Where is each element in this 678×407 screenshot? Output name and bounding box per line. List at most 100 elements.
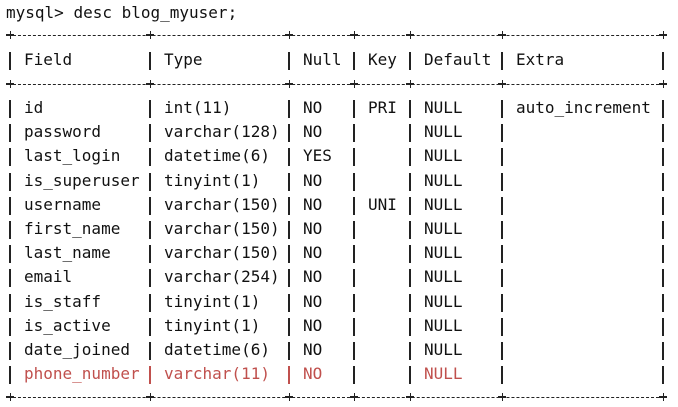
separator-joint <box>146 392 154 401</box>
cell-null: NO <box>303 219 323 238</box>
cell-divider <box>149 317 151 336</box>
separator-joint <box>285 30 293 39</box>
cell-null: NO <box>303 291 323 311</box>
cell-divider <box>353 293 355 312</box>
mysql-prompt: mysql> <box>6 3 64 22</box>
separator-joint <box>406 79 414 88</box>
cell-divider <box>288 221 290 239</box>
cell-divider <box>149 269 151 288</box>
cell-field: date_joined <box>24 340 130 359</box>
cell-divider <box>409 317 411 336</box>
cell-divider <box>501 124 503 143</box>
cell-divider <box>501 366 503 385</box>
cell-default: NULL <box>424 146 463 166</box>
cell-null: YES <box>303 146 332 166</box>
cell-null: NO <box>303 170 323 190</box>
cell-field: first_name <box>24 219 121 238</box>
cell-divider <box>662 293 664 312</box>
column-header-extra: Extra <box>516 50 565 69</box>
cell-default: NULL <box>424 267 463 287</box>
cell-divider <box>149 245 151 264</box>
cell-divider <box>353 221 355 239</box>
cell-divider <box>501 342 503 360</box>
cell-divider <box>149 148 151 167</box>
cell-divider <box>149 172 151 191</box>
cell-divider <box>409 221 411 239</box>
cell-divider <box>288 269 290 288</box>
cell-divider <box>288 52 290 70</box>
cell-divider <box>9 196 11 215</box>
cell-divider <box>288 100 290 118</box>
cell-divider <box>409 245 411 264</box>
cell-divider <box>662 196 664 215</box>
cell-divider <box>662 269 664 288</box>
cell-divider <box>9 148 11 167</box>
cell-divider <box>409 148 411 167</box>
cell-divider <box>501 100 503 118</box>
cell-divider <box>288 293 290 312</box>
cell-key: UNI <box>368 194 397 214</box>
cell-default: NULL <box>424 364 463 384</box>
separator-joint <box>659 392 667 401</box>
separator-joint <box>659 30 667 39</box>
cell-divider <box>149 293 151 312</box>
cell-divider <box>501 196 503 215</box>
separator-joint <box>406 392 414 401</box>
cell-divider <box>149 196 151 215</box>
cell-divider <box>353 342 355 360</box>
cell-divider <box>9 124 11 143</box>
cell-divider <box>501 52 503 70</box>
cell-divider <box>409 293 411 312</box>
cell-divider <box>353 52 355 70</box>
cell-divider <box>662 366 664 385</box>
separator-joint <box>406 30 414 39</box>
separator-joint <box>6 30 14 39</box>
cell-divider <box>409 366 411 385</box>
cell-divider <box>409 269 411 288</box>
table-separator <box>8 84 664 85</box>
cell-extra: auto_increment <box>516 98 651 117</box>
cell-divider <box>9 293 11 312</box>
cell-divider <box>662 221 664 239</box>
cell-divider <box>9 317 11 336</box>
cell-divider <box>353 124 355 143</box>
cell-divider <box>288 366 290 385</box>
cell-divider <box>409 172 411 191</box>
cell-divider <box>662 245 664 264</box>
separator-joint <box>659 79 667 88</box>
cell-divider <box>662 342 664 360</box>
cell-divider <box>288 196 290 215</box>
cell-field: last_name <box>24 243 111 263</box>
cell-divider <box>353 269 355 288</box>
cell-null: NO <box>303 122 323 142</box>
separator-joint <box>285 79 293 88</box>
cell-field: username <box>24 194 102 214</box>
cell-type: tinyint(1) <box>164 315 261 335</box>
column-header-type: Type <box>164 50 203 69</box>
cell-divider <box>9 52 11 70</box>
cell-divider <box>288 124 290 143</box>
cell-divider <box>353 100 355 118</box>
cell-divider <box>288 342 290 360</box>
separator-joint <box>350 79 358 88</box>
table-separator <box>8 397 664 398</box>
cell-null: NO <box>303 340 323 359</box>
cell-divider <box>353 366 355 385</box>
cell-divider <box>409 342 411 360</box>
command-line: mysql> desc blog_myuser; <box>6 3 237 23</box>
cell-default: NULL <box>424 98 463 117</box>
cell-field: is_active <box>24 315 111 335</box>
cell-type: tinyint(1) <box>164 291 261 311</box>
cell-field: is_superuser <box>24 170 140 190</box>
cell-divider <box>501 245 503 264</box>
cell-divider <box>353 317 355 336</box>
separator-joint <box>146 79 154 88</box>
cell-field: phone_number <box>24 364 140 384</box>
cell-default: NULL <box>424 170 463 190</box>
column-header-null: Null <box>303 50 342 69</box>
cell-default: NULL <box>424 340 463 359</box>
cell-type: datetime(6) <box>164 340 270 359</box>
cell-divider <box>501 221 503 239</box>
cell-null: NO <box>303 267 323 287</box>
column-header-key: Key <box>368 50 397 69</box>
